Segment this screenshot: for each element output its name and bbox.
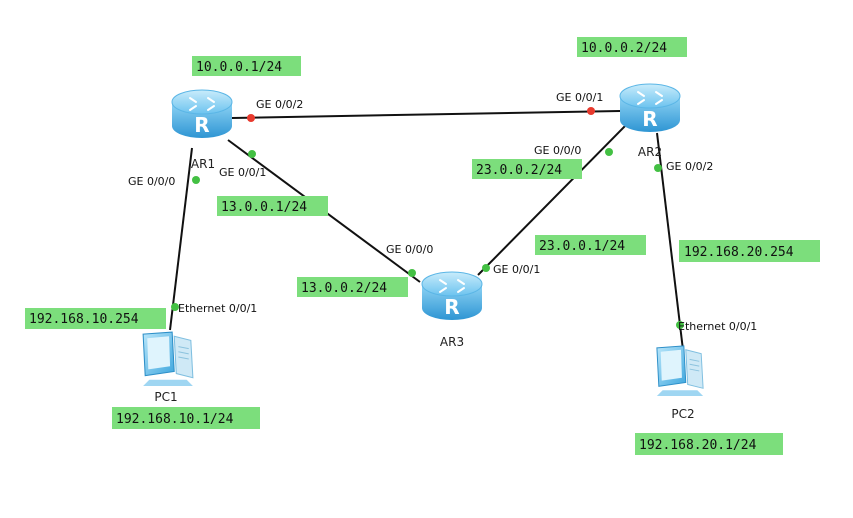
router-icon — [171, 89, 233, 139]
link-ar1-ar2[interactable] — [231, 110, 621, 119]
port-label-ar1-ge000: GE 0/0/0 — [128, 175, 175, 188]
port-label-ar2-ge000: GE 0/0/0 — [534, 144, 581, 157]
address-label-ar2-g0: 23.0.0.2/24 — [472, 159, 582, 179]
svg-text:10.0.0.2/24: 10.0.0.2/24 — [581, 41, 667, 56]
svg-text:192.168.20.1/24: 192.168.20.1/24 — [639, 438, 757, 453]
address-label-ar2-g2: 192.168.20.254 — [679, 240, 820, 262]
port-dot-ar2-ge000 — [605, 148, 613, 156]
port-dot-pc1-eth — [171, 303, 179, 311]
device-label-pc1: PC1 — [154, 390, 177, 404]
pc-pc1[interactable]: PC1 — [142, 331, 194, 404]
router-ar1[interactable]: AR1 — [171, 89, 233, 171]
port-dot-ar1-ge002 — [247, 114, 255, 122]
address-label-pc2: 192.168.20.1/24 — [635, 433, 783, 455]
port-label-ar1-ge001: GE 0/0/1 — [219, 166, 266, 179]
svg-text:13.0.0.1/24: 13.0.0.1/24 — [221, 200, 307, 215]
svg-text:10.0.0.1/24: 10.0.0.1/24 — [196, 60, 282, 75]
port-label-ar3-ge000: GE 0/0/0 — [386, 243, 433, 256]
port-label-ar1-ge002: GE 0/0/2 — [256, 98, 303, 111]
address-label-ar3-g0: 13.0.0.2/24 — [297, 277, 408, 297]
address-label-ar1-g1: 13.0.0.1/24 — [217, 196, 328, 216]
port-dot-ar1-ge000 — [192, 176, 200, 184]
port-dot-ar1-ge001 — [248, 150, 256, 158]
svg-text:192.168.10.1/24: 192.168.10.1/24 — [116, 412, 234, 427]
port-label-pc1-eth: Ethernet 0/0/1 — [178, 302, 257, 315]
svg-text:192.168.10.254: 192.168.10.254 — [29, 312, 139, 327]
pc-icon — [656, 345, 704, 396]
router-ar3[interactable]: AR3 — [421, 271, 483, 349]
port-label-ar3-ge001: GE 0/0/1 — [493, 263, 540, 276]
svg-text:13.0.0.2/24: 13.0.0.2/24 — [301, 281, 387, 296]
device-label-ar1: AR1 — [191, 157, 215, 171]
port-dot-ar2-ge001 — [587, 107, 595, 115]
router-icon — [421, 271, 483, 321]
address-label-ar1-g2: 10.0.0.1/24 — [192, 56, 301, 76]
port-label-pc2-eth: Ethernet 0/0/1 — [678, 320, 757, 333]
port-dot-pc2-eth — [676, 321, 684, 329]
address-label-pc1: 192.168.10.1/24 — [112, 407, 260, 429]
device-label-pc2: PC2 — [671, 407, 694, 421]
svg-text:23.0.0.2/24: 23.0.0.2/24 — [476, 163, 562, 178]
router-icon — [619, 83, 681, 133]
svg-text:23.0.0.1/24: 23.0.0.1/24 — [539, 239, 625, 254]
port-label-ar2-ge001: GE 0/0/1 — [556, 91, 603, 104]
port-dot-ar3-ge000 — [408, 269, 416, 277]
port-dot-ar3-ge001 — [482, 264, 490, 272]
router-ar2[interactable]: AR2 — [619, 83, 681, 159]
link-ar2-ar3[interactable] — [477, 122, 629, 276]
port-label-ar2-ge002: GE 0/0/2 — [666, 160, 713, 173]
port-dot-ar2-ge002 — [654, 164, 662, 172]
svg-text:192.168.20.254: 192.168.20.254 — [684, 245, 794, 260]
address-label-ar1-g0: 192.168.10.254 — [25, 308, 166, 329]
device-label-ar2: AR2 — [638, 145, 662, 159]
address-label-ar3-g1: 23.0.0.1/24 — [535, 235, 646, 255]
pc-pc2[interactable]: PC2 — [656, 345, 704, 421]
address-label-ar2-g1: 10.0.0.2/24 — [577, 37, 687, 57]
link-ar1-pc1[interactable] — [169, 147, 193, 331]
device-label-ar3: AR3 — [440, 335, 464, 349]
pc-icon — [142, 331, 194, 386]
